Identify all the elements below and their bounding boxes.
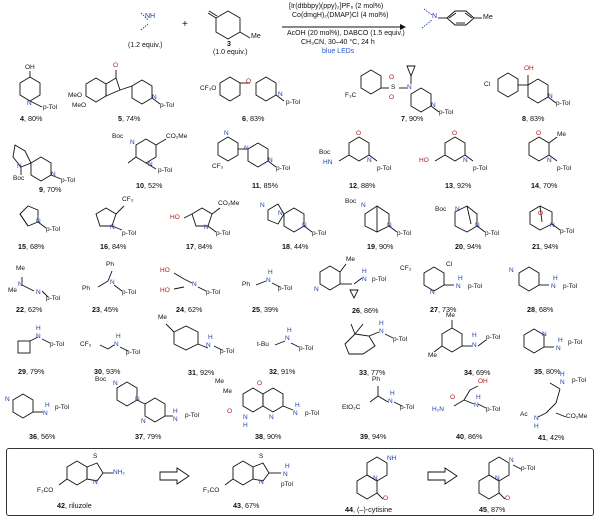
compound-6: CF₃O O N p-Tol 6, 83%	[200, 76, 301, 123]
ketone-methyl-label: Me	[251, 33, 261, 40]
compound-35: N H N p-Tol 35, 80%	[518, 319, 596, 377]
compound-41: H N p-Tol Ac N H CO₂Me 41, 42%	[520, 371, 588, 442]
compound-5: O MeO MeO N p-Tol 5, 74%	[68, 62, 175, 123]
compound-34: Me Me H N p-Tol 34, 69%	[428, 312, 501, 377]
compound-22: Me Me N N p-Tol 22, 62%	[8, 265, 61, 314]
product-n-label: N	[432, 13, 438, 20]
compound-4: OH N p-Tol 4, 80%	[19, 64, 58, 123]
compound-16: CF₃ N p-Tol 16, 84%	[88, 194, 168, 252]
ketone-number-label: 3	[227, 41, 231, 48]
plus-sign: +	[182, 19, 188, 30]
product-45: N p-Tol N O 45, 87%	[478, 456, 536, 514]
compound-26: N Me H N p-Tol 26, 86%	[314, 256, 387, 315]
compound-21: O N p-Tol 21, 94%	[520, 194, 595, 252]
compound-20: Boc N N p-Tol 20, 94%	[435, 205, 500, 251]
reaction-scheme-header: NH (1.2 equiv.) + 3 Me (1.0 equiv.) [Ir(…	[0, 0, 600, 62]
ketone-3-structure	[207, 10, 251, 40]
compound-19: Boc N N p-Tol 19, 90%	[345, 198, 412, 251]
compound-28: N H N p-Tol 28, 68%	[509, 266, 578, 314]
transformation-arrow-1	[159, 467, 191, 485]
compound-10: Boc N CO₂Me N p-Tol 10, 52%	[112, 133, 188, 190]
compound-27: CF₃ Cl N H N p-Tol 27, 73%	[400, 261, 483, 314]
product-structure	[421, 8, 482, 29]
conditions-light: blue LEDs	[322, 48, 355, 55]
cytisine-44: NH N O 44, (–)-cytisine	[345, 455, 397, 514]
reaction-scheme-graphics	[140, 8, 482, 40]
compound-30: CF₃ H N p-Tol 30, 93%	[80, 333, 141, 376]
riluzole-42: F₃CO S N NH₂ 42, riluzole	[37, 453, 125, 510]
compound-24: HO HO N p-Tol 24, 62%	[160, 267, 221, 314]
amine-reagent-structure	[140, 12, 149, 31]
conditions-photocatalyst: [Ir(dtbbpy)(ppy)₂]PF₆ (2 mol%)	[289, 3, 384, 10]
amine-equiv-label: (1.2 equiv.)	[128, 42, 163, 49]
reaction-arrow	[282, 24, 406, 30]
late-stage-box: F₃CO S N NH₂ 42, riluzole F₃CO S N H N p…	[6, 448, 594, 516]
compound-33: H N p-Tol 33, 77%	[335, 314, 425, 378]
compound-40: OH O H₂N H N p-Tol 40, 86%	[432, 378, 501, 441]
compound-37: Boc N N N H N p-Tol 37, 79%	[95, 376, 200, 441]
conditions-solvent: CH₃CN, 30–40 °C, 24 h	[301, 39, 375, 46]
compound-23: Ph Ph N p-Tol 23, 45%	[82, 261, 137, 314]
compound-8: Cl OH N p-Tol 8, 83%	[484, 65, 571, 123]
product-methyl-label: Me	[483, 14, 493, 21]
compound-15: N p-Tol 15, 68%	[10, 194, 85, 252]
compound-25: Ph H N p-Tol 25, 39%	[242, 269, 293, 314]
compound-29: H N p-Tol 29, 79%	[17, 325, 65, 376]
compound-9: N Boc N p-Tol 9, 70%	[5, 127, 105, 194]
product-43: F₃CO S N H N pTol 43, 67%	[203, 453, 293, 510]
compound-39: Ph EtO₂C H N p-Tol 39, 94%	[342, 376, 415, 441]
compound-11: N CF₃ N N p-Tol 11, 85%	[212, 130, 291, 190]
conditions-additives: AcOH (20 mol%), DABCO (1.5 equiv.)	[287, 30, 405, 37]
compound-18: N N N p-Tol 18, 44%	[260, 202, 327, 251]
compound-13: HO O N p-Tol 13, 92%	[419, 130, 488, 190]
compound-31: Me H N p-Tol 31, 92%	[158, 314, 235, 377]
compound-14: O Me N p-Tol 14, 70%	[528, 130, 572, 190]
transformation-arrow-2	[427, 467, 459, 485]
compound-12: Boc HN O N p-Tol 12, 88%	[319, 130, 392, 190]
compound-36: N H N p-Tol 36, 56%	[5, 393, 70, 441]
compound-7: F₃C S O O N N p-Tol 7, 90%	[345, 62, 465, 123]
conditions-cobalt: Co(dmgH)₂(DMAP)Cl (4 mol%)	[292, 12, 389, 19]
amine-nh-label: NH	[145, 13, 156, 20]
compound-17: HO CO₂Me N p-Tol 17, 84%	[170, 200, 240, 251]
compound-38: Me Me O O N H N H N p-Tol 38, 90%	[215, 378, 320, 441]
compound-32: t-Bu H N p-Tol 32, 91%	[257, 327, 314, 376]
ketone-equiv-label: (1.0 equiv.)	[213, 49, 248, 56]
